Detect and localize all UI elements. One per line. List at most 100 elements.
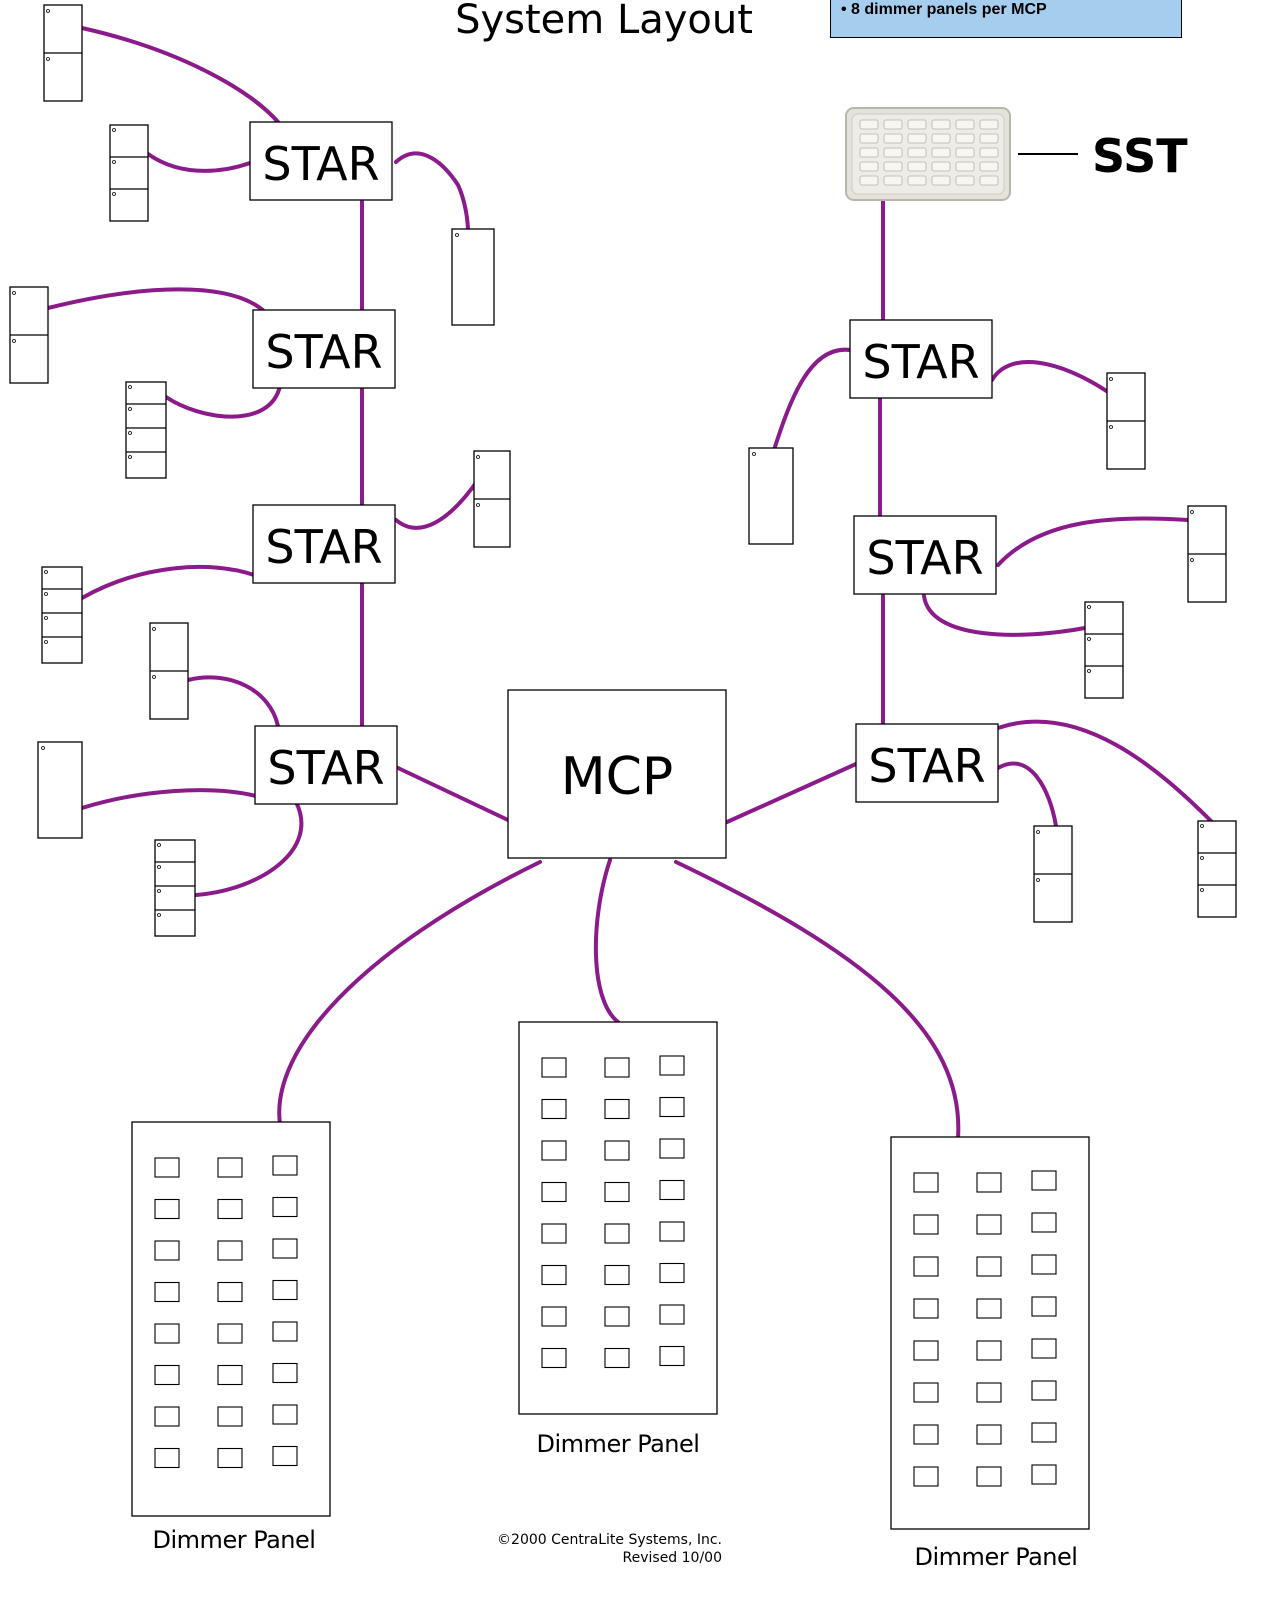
breaker-slot [541,1264,567,1286]
mcp-to-panel-center-wire [593,858,620,1024]
device-1gang [748,447,794,545]
rstar3-wire-a [996,719,1214,824]
diagram-title: System Layout [455,0,753,43]
breaker-slot [1031,1380,1057,1401]
star-label: STAR [866,531,983,585]
breaker-slot [154,1406,180,1427]
device-2gang [473,450,511,548]
sst-key [859,175,879,186]
sst-key [907,161,927,172]
device-3gang [109,124,149,222]
breaker-slot [604,1181,630,1203]
breaker-slot [659,1304,685,1325]
breaker-slot [976,1340,1002,1361]
breaker-slot [272,1321,298,1342]
star-node: STAR [849,319,993,399]
sst-key [859,147,879,158]
device-2gang [1033,825,1073,923]
dimmer-panel-label: Dimmer Panel [537,1430,700,1458]
revised-text: Revised 10/00 [623,1550,722,1566]
sst-key [907,147,927,158]
sst-key [883,119,903,130]
breaker-slot [604,1223,630,1244]
star-node: STAR [853,515,997,595]
device-1gang [451,228,495,326]
star-node: STAR [855,723,999,803]
breaker-slot [913,1256,939,1277]
star-label: STAR [262,137,379,191]
star-label: STAR [267,741,384,795]
rstar3-wire-b [996,761,1058,828]
star1-wire-a [80,26,280,124]
mcp-to-panel-right-wire [674,860,961,1140]
breaker-slot [1031,1422,1057,1443]
star-node: STAR [254,725,398,805]
sst-key [907,133,927,144]
sst-key [979,119,999,130]
star-node: STAR [249,121,393,201]
star4-wire-a [186,675,280,728]
mcp-label: MCP [561,747,674,807]
rstar2-wire-a [996,516,1190,567]
breaker-slot [272,1155,298,1176]
breaker-slot [1031,1296,1057,1317]
mcp-node: MCP [507,689,727,859]
breaker-slot [659,1055,685,1076]
breaker-slot [217,1240,243,1261]
breaker-slot [541,1057,567,1078]
breaker-slot [217,1198,243,1220]
mcp-to-panel-left-wire [277,860,542,1126]
sst-key [931,161,951,172]
rstar1-wire-a [772,347,852,452]
breaker-slot [976,1298,1002,1319]
breaker-slot [604,1347,630,1369]
breaker-slot [976,1382,1002,1403]
dimmer-panel-left: Dimmer Panel [131,1121,331,1554]
breaker-slot [604,1264,630,1286]
breaker-slot [1031,1464,1057,1485]
breaker-slot [976,1424,1002,1445]
device-2gang [1187,505,1227,603]
breaker-slot [1031,1170,1057,1191]
sst-key [859,133,879,144]
breaker-slot [913,1382,939,1403]
breaker-slot [659,1221,685,1242]
rstar2-wire-b [922,594,1087,637]
breaker-slot [913,1172,939,1193]
breaker-slot [154,1281,180,1303]
dimmer-panel-label: Dimmer Panel [153,1526,316,1554]
star-label: STAR [868,739,985,793]
sst-key [955,175,975,186]
breaker-slot [217,1281,243,1303]
breaker-slot [272,1404,298,1425]
sst-key [907,119,927,130]
breaker-slot [913,1298,939,1319]
device-2gang [1106,372,1146,470]
right-star-to-mcp-wire [725,762,858,824]
sst-key [931,119,951,130]
sst-key [955,133,975,144]
breaker-slot [154,1198,180,1220]
sst-key [931,133,951,144]
star2-wire-b [164,384,282,419]
sst-key [955,119,975,130]
breaker-slot [659,1096,685,1118]
breaker-slot [154,1447,180,1469]
sst-key [883,147,903,158]
breaker-slot [913,1466,939,1487]
devices [9,4,1237,937]
breaker-slot [217,1157,243,1178]
breaker-slot [154,1323,180,1344]
sst-keypad: SST [845,107,1188,201]
breaker-slot [154,1364,180,1386]
sst-key [931,147,951,158]
sst-key [883,161,903,172]
sst-key [883,175,903,186]
device-4gang [154,839,196,937]
breaker-slot [1031,1254,1057,1275]
sst-key [859,161,879,172]
breaker-slot [154,1157,180,1178]
sst-key [931,175,951,186]
star-label: STAR [862,335,979,389]
